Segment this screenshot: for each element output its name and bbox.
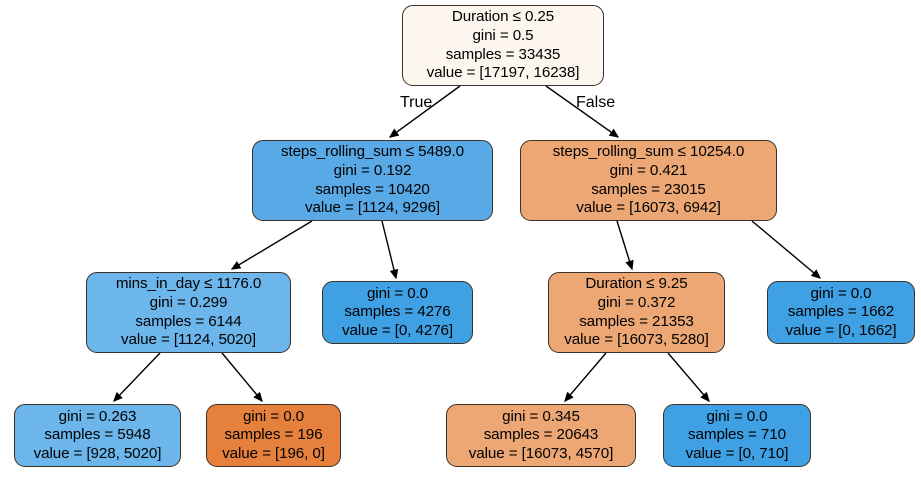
edge-n3-to-n8 (221, 352, 263, 403)
node-text-line: gini = 0.0 (810, 284, 872, 302)
node-text-line: value = [928, 5020] (33, 444, 162, 462)
node-text-line: value = [1124, 5020] (121, 331, 256, 349)
node-text-line: value = [16073, 4570] (468, 444, 614, 462)
node-text-line: samples = 710 (688, 426, 786, 444)
node-text-line: gini = 0.299 (149, 293, 228, 311)
node-text-line: gini = 0.372 (597, 293, 676, 311)
node-text-line: gini = 0.5 (472, 26, 534, 44)
node-text-line: value = [1124, 9296] (305, 199, 440, 217)
node-text-line: value = [16073, 6942] (576, 199, 721, 217)
node-text-line: samples = 5948 (44, 426, 151, 444)
node-text-line: value = [17197, 16238] (426, 64, 580, 82)
node-text-line: value = [196, 0] (222, 444, 325, 462)
node-text-line: samples = 23015 (591, 180, 706, 198)
node-text-line: samples = 4276 (344, 303, 451, 321)
node-text-line: samples = 10420 (315, 180, 430, 198)
node-text-line: gini = 0.0 (366, 284, 429, 302)
node-text-line: value = [0, 1662] (785, 321, 897, 339)
edge-n5-to-n10 (667, 352, 710, 403)
node-text-line: gini = 0.263 (58, 407, 137, 425)
node-text-line: gini = 0.0 (706, 407, 768, 425)
node-text-line: steps_rolling_sum ≤ 10254.0 (552, 143, 745, 161)
node-text-line: mins_in_day ≤ 1176.0 (115, 275, 262, 293)
node-text-line: value = [16073, 5280] (564, 331, 709, 349)
edge-n2-to-n5 (616, 220, 634, 271)
node-text-line: gini = 0.421 (609, 161, 688, 179)
node-text-line: samples = 33435 (445, 45, 561, 63)
edge-n1-to-n3 (230, 220, 313, 270)
node-text-line: gini = 0.0 (242, 407, 305, 425)
node-text-line: gini = 0.192 (333, 161, 412, 179)
node-text-line: samples = 20643 (483, 426, 599, 444)
node-text-line: Duration ≤ 0.25 (451, 8, 555, 26)
node-text-line: samples = 196 (224, 426, 323, 444)
node-text-line: Duration ≤ 9.25 (585, 275, 688, 293)
edge-n5-to-n9 (564, 352, 607, 403)
edge-n1-to-n4 (381, 220, 399, 280)
node-text-line: gini = 0.345 (502, 407, 580, 425)
edge-label-false: False (576, 94, 616, 111)
edge-n3-to-n7 (113, 352, 161, 403)
node-text-line: samples = 6144 (135, 312, 242, 330)
node-text-line: value = [0, 4276] (341, 321, 454, 339)
node-text-line: samples = 1662 (787, 303, 895, 321)
node-text-line: value = [0, 710] (685, 444, 789, 462)
edge-label-true: True (400, 94, 433, 111)
node-text-line: samples = 21353 (579, 312, 694, 330)
edge-n2-to-n6 (751, 220, 822, 279)
node-text-line: steps_rolling_sum ≤ 5489.0 (280, 143, 465, 161)
